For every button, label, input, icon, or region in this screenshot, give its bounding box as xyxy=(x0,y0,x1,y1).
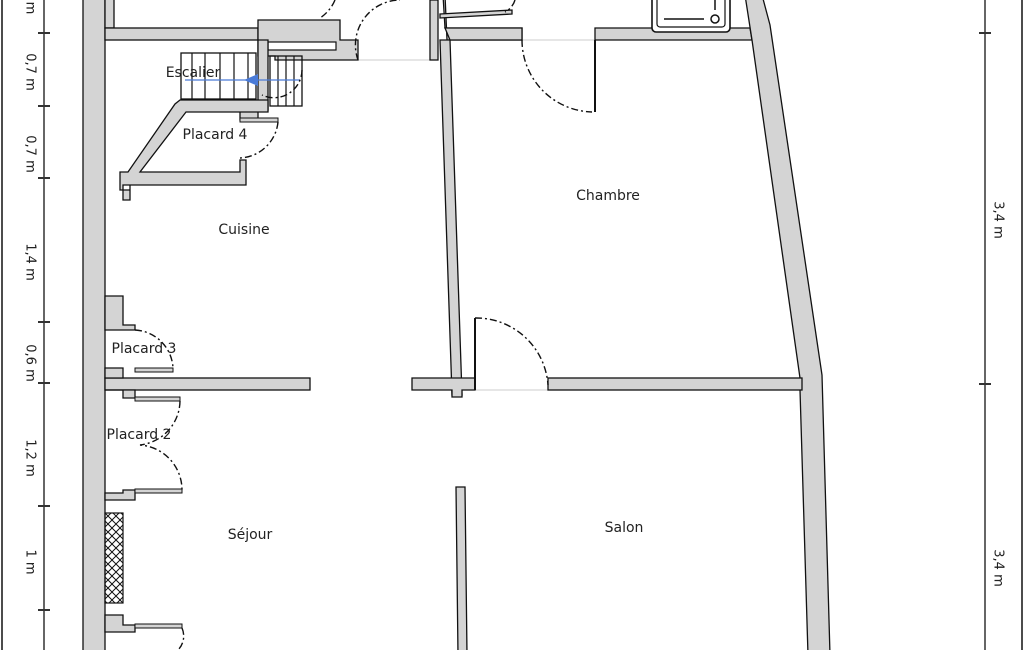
arrow-head-icon xyxy=(244,74,258,86)
doors xyxy=(134,0,596,650)
dimension-label: 0,7 m xyxy=(22,53,38,91)
left-dimension-line xyxy=(38,0,50,650)
room-label-placard-4: Placard 4 xyxy=(182,127,248,143)
shower-icon xyxy=(651,0,731,33)
room-label-chambre: Chambre xyxy=(576,188,640,204)
dimension-label: 1,2 m xyxy=(22,439,38,477)
dimension-label: 0,6 m xyxy=(22,344,38,382)
room-label-sejour: Séjour xyxy=(227,527,273,543)
right-dimension-line xyxy=(979,0,991,650)
dimension-label: 1 m xyxy=(22,549,38,575)
room-label-placard-3: Placard 3 xyxy=(111,341,177,357)
staircase xyxy=(180,52,303,107)
dimension-label: 1,4 m xyxy=(22,243,38,281)
room-label-placard-2: Placard 2 xyxy=(106,427,172,443)
walls xyxy=(82,0,831,650)
dimension-label: 3,4 m xyxy=(990,201,1006,239)
dimension-label: m xyxy=(22,1,38,15)
room-label-cuisine: Cuisine xyxy=(218,222,270,238)
dimension-label: 3,4 m xyxy=(990,549,1006,587)
chimney-hatch xyxy=(104,512,124,604)
dimension-label: 0,7 m xyxy=(22,135,38,173)
room-label-salon: Salon xyxy=(604,520,644,536)
room-label-escalier: Escalier xyxy=(165,65,221,81)
